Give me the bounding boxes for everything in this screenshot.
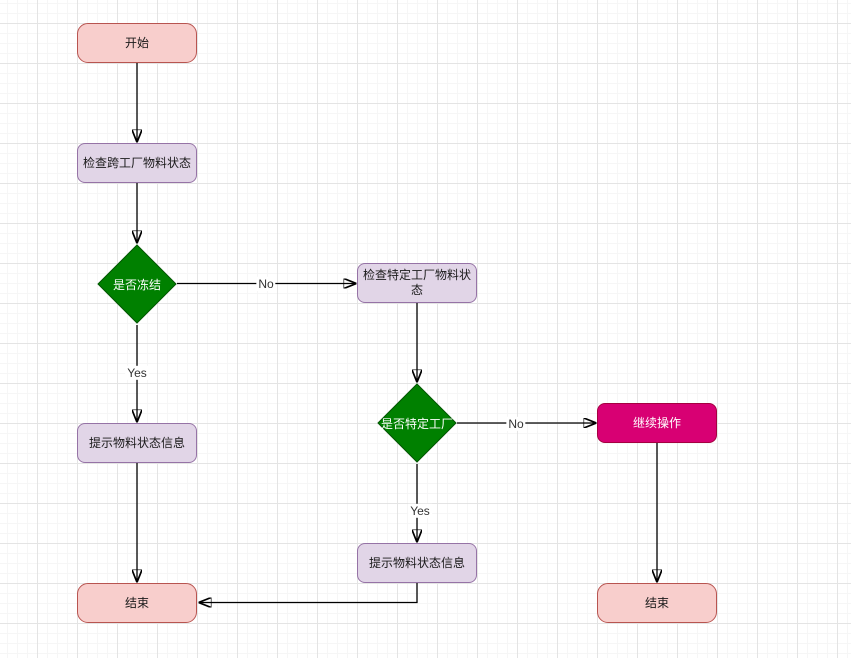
node-start[interactable]: 开始 (77, 23, 197, 63)
node-continue-operation[interactable]: 继续操作 (597, 403, 717, 443)
node-end-left-label: 结束 (124, 595, 149, 610)
node-specific-plant-decision[interactable]: 是否特定工厂 (377, 383, 457, 463)
node-check-cross-plant-label: 检查跨工厂物料状态 (82, 155, 191, 170)
node-start-label: 开始 (124, 35, 149, 50)
node-specific-plant-decision-label: 是否特定工厂 (380, 416, 453, 431)
edge-prompt-right-to-end-left[interactable] (200, 583, 418, 603)
edge-label-specific-yes[interactable]: Yes (408, 503, 432, 519)
edge-label-freeze-no[interactable]: No (256, 276, 276, 292)
node-end-right[interactable]: 结束 (597, 583, 717, 623)
node-freeze-decision[interactable]: 是否冻结 (97, 244, 177, 324)
node-prompt-status-left[interactable]: 提示物料状态信息 (77, 423, 197, 463)
node-check-specific-plant[interactable]: 检查特定工厂物料状态 (357, 263, 477, 303)
node-freeze-decision-label: 是否冻结 (112, 277, 161, 292)
node-continue-operation-label: 继续操作 (632, 415, 681, 430)
edge-label-specific-no[interactable]: No (506, 416, 526, 432)
edge-label-freeze-yes[interactable]: Yes (125, 365, 149, 381)
node-prompt-status-left-label: 提示物料状态信息 (88, 435, 185, 450)
node-end-left[interactable]: 结束 (77, 583, 197, 623)
node-check-cross-plant[interactable]: 检查跨工厂物料状态 (77, 143, 197, 183)
node-check-specific-plant-label: 检查特定工厂物料状态 (362, 268, 471, 297)
node-prompt-status-right-label: 提示物料状态信息 (368, 555, 465, 570)
diamond-shape (377, 383, 457, 463)
node-end-right-label: 结束 (644, 595, 669, 610)
node-prompt-status-right[interactable]: 提示物料状态信息 (357, 543, 477, 583)
diamond-shape (97, 244, 177, 324)
